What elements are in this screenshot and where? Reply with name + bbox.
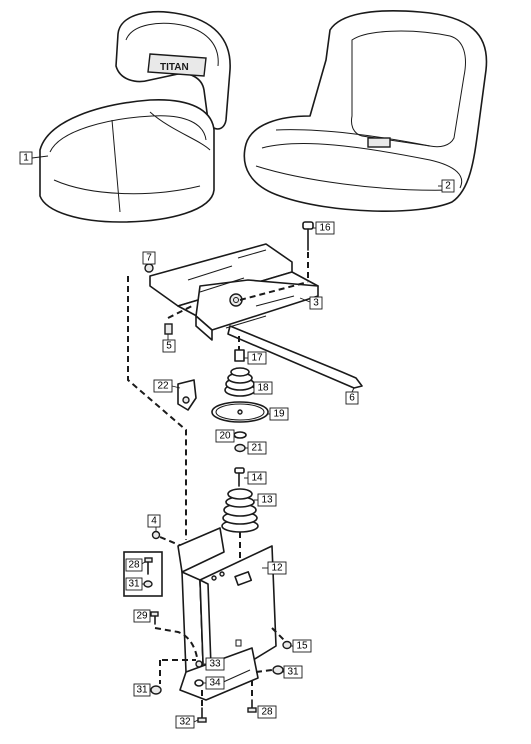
callout-18: 18 [253, 381, 273, 395]
svg-text:20: 20 [219, 431, 231, 442]
callout-31-right: 31 [283, 665, 303, 679]
callout-13: 13 [257, 493, 277, 507]
svg-text:2: 2 [445, 181, 451, 192]
bucket-seat [243, 10, 488, 212]
svg-text:15: 15 [296, 641, 308, 652]
callout-14: 14 [247, 471, 267, 485]
spring-18 [224, 367, 256, 397]
bolt-16 [302, 221, 314, 251]
svg-text:6: 6 [349, 393, 355, 404]
disc-19 [211, 401, 269, 423]
svg-text:28: 28 [261, 707, 273, 718]
callout-17: 17 [247, 351, 267, 365]
callout-32: 32 [175, 715, 195, 729]
spacer-33 [195, 660, 203, 668]
callout-16: 16 [315, 221, 335, 235]
screw-7 [144, 263, 154, 273]
callout-22: 22 [153, 379, 173, 393]
washer-34 [194, 679, 204, 687]
svg-text:31: 31 [287, 667, 299, 678]
svg-text:4: 4 [151, 516, 157, 527]
svg-text:13: 13 [261, 495, 273, 506]
nut-31-right [255, 665, 284, 675]
svg-text:34: 34 [209, 678, 221, 689]
callout-28-bottom: 28 [257, 705, 277, 719]
callout-31-left: 31 [133, 683, 151, 697]
svg-text:1: 1 [23, 153, 29, 164]
svg-text:12: 12 [271, 563, 283, 574]
callout-31-inset: 31 [125, 577, 143, 591]
nut-15 [271, 627, 292, 650]
latch-22 [177, 379, 197, 411]
svg-text:32: 32 [179, 717, 191, 728]
washer-20 [233, 431, 247, 439]
spring-13 [221, 488, 259, 533]
callout-15: 15 [292, 639, 312, 653]
callout-21: 21 [247, 441, 267, 455]
nut-21 [234, 443, 246, 453]
callout-29: 29 [133, 609, 151, 623]
callout-6: 6 [345, 391, 359, 405]
svg-text:5: 5 [166, 341, 172, 352]
svg-text:31: 31 [128, 579, 140, 590]
seat-with-backrest: TITAN [39, 11, 231, 223]
callout-4: 4 [147, 514, 161, 528]
svg-text:22: 22 [157, 381, 169, 392]
callout-34: 34 [205, 676, 225, 690]
callout-1: 1 [19, 151, 33, 165]
svg-text:33: 33 [209, 659, 221, 670]
svg-text:17: 17 [251, 353, 263, 364]
bushing-17 [234, 349, 245, 362]
callout-12: 12 [267, 561, 287, 575]
svg-text:21: 21 [251, 443, 263, 454]
svg-text:14: 14 [251, 473, 263, 484]
callout-28-inset: 28 [125, 558, 143, 572]
pivot-bracket-12 [177, 527, 277, 701]
svg-text:3: 3 [313, 298, 319, 309]
seat-mounting-plate [149, 243, 363, 389]
svg-text:28: 28 [128, 560, 140, 571]
callout-5: 5 [162, 339, 176, 353]
seat-logo-text: TITAN [160, 62, 189, 73]
callouts: 1 2 3 4 5 6 7 12 13 14 15 16 17 18 19 20… [19, 151, 455, 729]
bolt-14 [234, 467, 245, 487]
callout-7: 7 [142, 251, 156, 265]
callout-2: 2 [441, 179, 455, 193]
screw-5 [164, 305, 193, 335]
svg-text:7: 7 [146, 253, 152, 264]
bolt-28-bottom [247, 680, 257, 713]
svg-text:16: 16 [319, 223, 331, 234]
svg-text:29: 29 [136, 611, 148, 622]
callout-3: 3 [309, 296, 323, 310]
callout-33: 33 [205, 657, 225, 671]
svg-text:18: 18 [257, 383, 269, 394]
svg-text:19: 19 [273, 409, 285, 420]
callout-19: 19 [269, 407, 289, 421]
callout-20: 20 [215, 429, 235, 443]
svg-text:31: 31 [136, 685, 148, 696]
